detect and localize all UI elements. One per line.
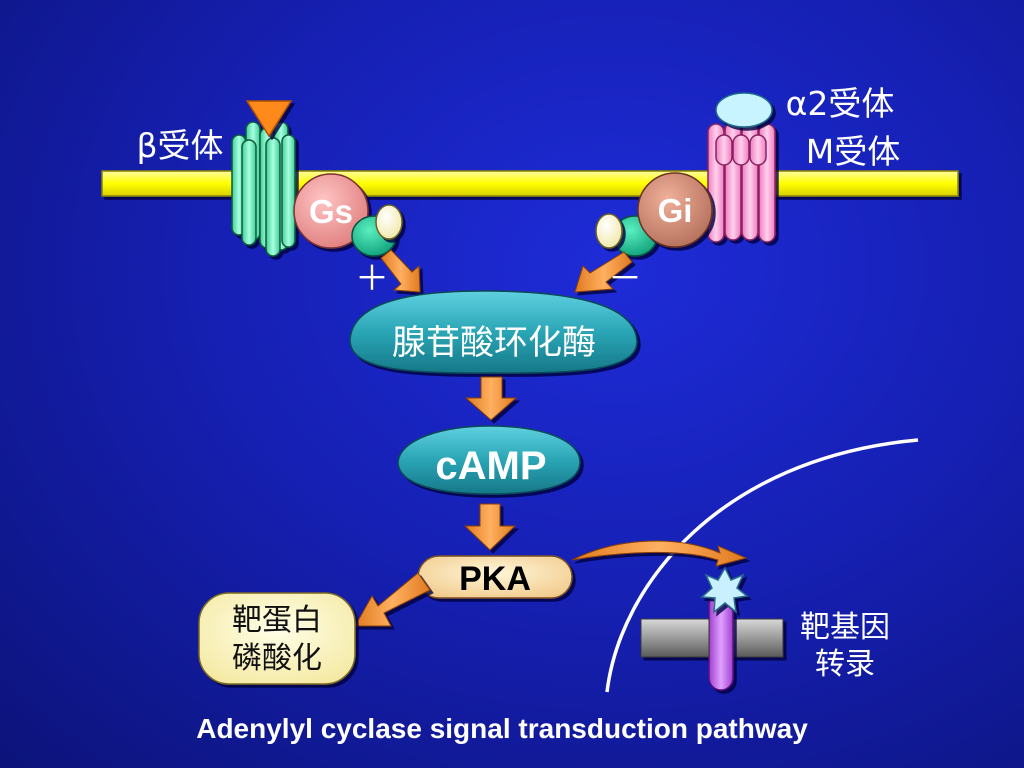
pka-label: PKA [459,560,531,598]
pka-to-nucleus-arrow [571,540,748,567]
gi-beta-subunit [595,213,623,249]
diagram-caption: Adenylyl cyclase signal transduction pat… [196,713,808,744]
m-receptor-label: M受体 [806,132,900,171]
target-gene-label-1: 靶基因 [800,610,890,645]
ac-to-camp-arrow [464,376,518,421]
inhibition-sign: － [608,259,642,299]
gs-activation-arrow [380,249,421,293]
gs-label: Gs [309,193,353,230]
target-protein-label-2: 磷酸化 [232,641,322,676]
camp-label: cAMP [435,444,546,488]
alpha2-m-receptor-icon [707,121,776,243]
activation-sign: ＋ [355,259,389,299]
beta-ligand-icon [245,100,293,138]
nucleus-boundary [605,438,919,693]
pka-to-target-protein-arrow [354,572,431,627]
cell-membrane [101,170,959,197]
camp-node [397,425,581,495]
adenylyl-cyclase-label: 腺苷酸环化酶 [392,323,596,363]
phosphate-star-icon [700,566,749,614]
camp-to-pka-arrow [463,503,517,551]
gi-protein: Gi [595,172,713,257]
alpha2-receptor-label: α2受体 [786,84,895,123]
beta-receptor-icon [231,121,296,257]
adenylyl-cyclase-node [349,290,638,374]
target-protein-label-1: 靶蛋白 [232,603,322,638]
beta-receptor-label: β受体 [136,126,223,165]
target-gene-label-2: 转录 [815,647,875,682]
gs-beta-subunit [375,204,403,240]
gi-label: Gi [658,192,693,229]
target-protein-node [198,592,356,685]
gs-protein: Gs [293,173,403,257]
gi-inhibition-arrow [574,251,633,293]
alpha-ligand-icon [715,92,773,128]
